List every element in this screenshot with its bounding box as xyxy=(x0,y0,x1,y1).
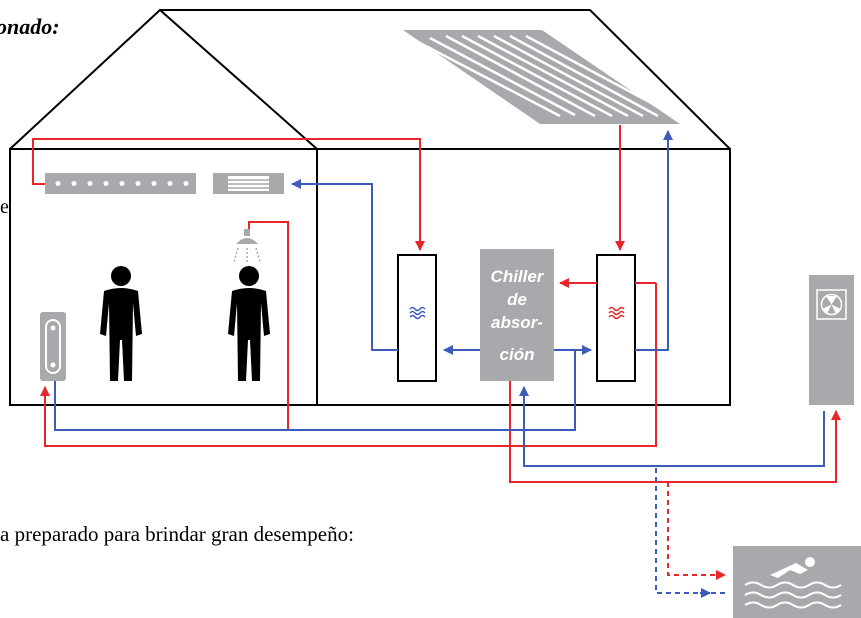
partial-side-text: e xyxy=(0,196,9,218)
radiator-icon xyxy=(40,312,66,381)
partial-caption: a preparado para brindar gran desempeño: xyxy=(0,522,354,546)
cooling-tower-supply-pipe xyxy=(509,381,841,483)
room-return-pipe xyxy=(32,138,425,251)
ceiling-diffuser-icon xyxy=(45,173,196,194)
person-icon xyxy=(100,266,142,381)
solar-collector-icon xyxy=(403,30,680,124)
partial-heading: onado: xyxy=(0,14,60,39)
cold-exchanger-icon xyxy=(397,254,437,382)
swimming-pool-icon xyxy=(733,546,861,618)
chiller-label-line: Chiller xyxy=(491,267,545,286)
chiller-label-line: absor- xyxy=(491,313,543,332)
roof-right xyxy=(160,9,731,150)
shower-icon xyxy=(233,229,261,263)
cooling-tower-return-pipe xyxy=(519,386,825,467)
shower-supply-pipe xyxy=(248,221,289,430)
absorption-chiller: Chiller de absor- ción xyxy=(480,249,554,381)
hot-exchanger-icon xyxy=(596,254,636,382)
radiator-return-pipe xyxy=(54,350,576,431)
cooling-tower xyxy=(809,275,854,405)
solar-return-pipe xyxy=(635,130,673,351)
roof-left xyxy=(9,8,318,150)
cold-supply-pipe xyxy=(291,179,398,351)
radiator-supply-pipe xyxy=(40,283,657,447)
chiller-label-line: de xyxy=(507,290,527,309)
pool-return-pipe xyxy=(655,466,725,594)
person-icon xyxy=(228,266,270,381)
ceiling-grille-icon xyxy=(213,173,284,194)
cooling-tower-fan-icon xyxy=(816,289,847,320)
chiller-label-line: ción xyxy=(500,345,535,364)
pool-supply-pipe xyxy=(667,482,726,580)
hot-pipes xyxy=(32,125,841,580)
cold-pipes xyxy=(54,130,825,598)
